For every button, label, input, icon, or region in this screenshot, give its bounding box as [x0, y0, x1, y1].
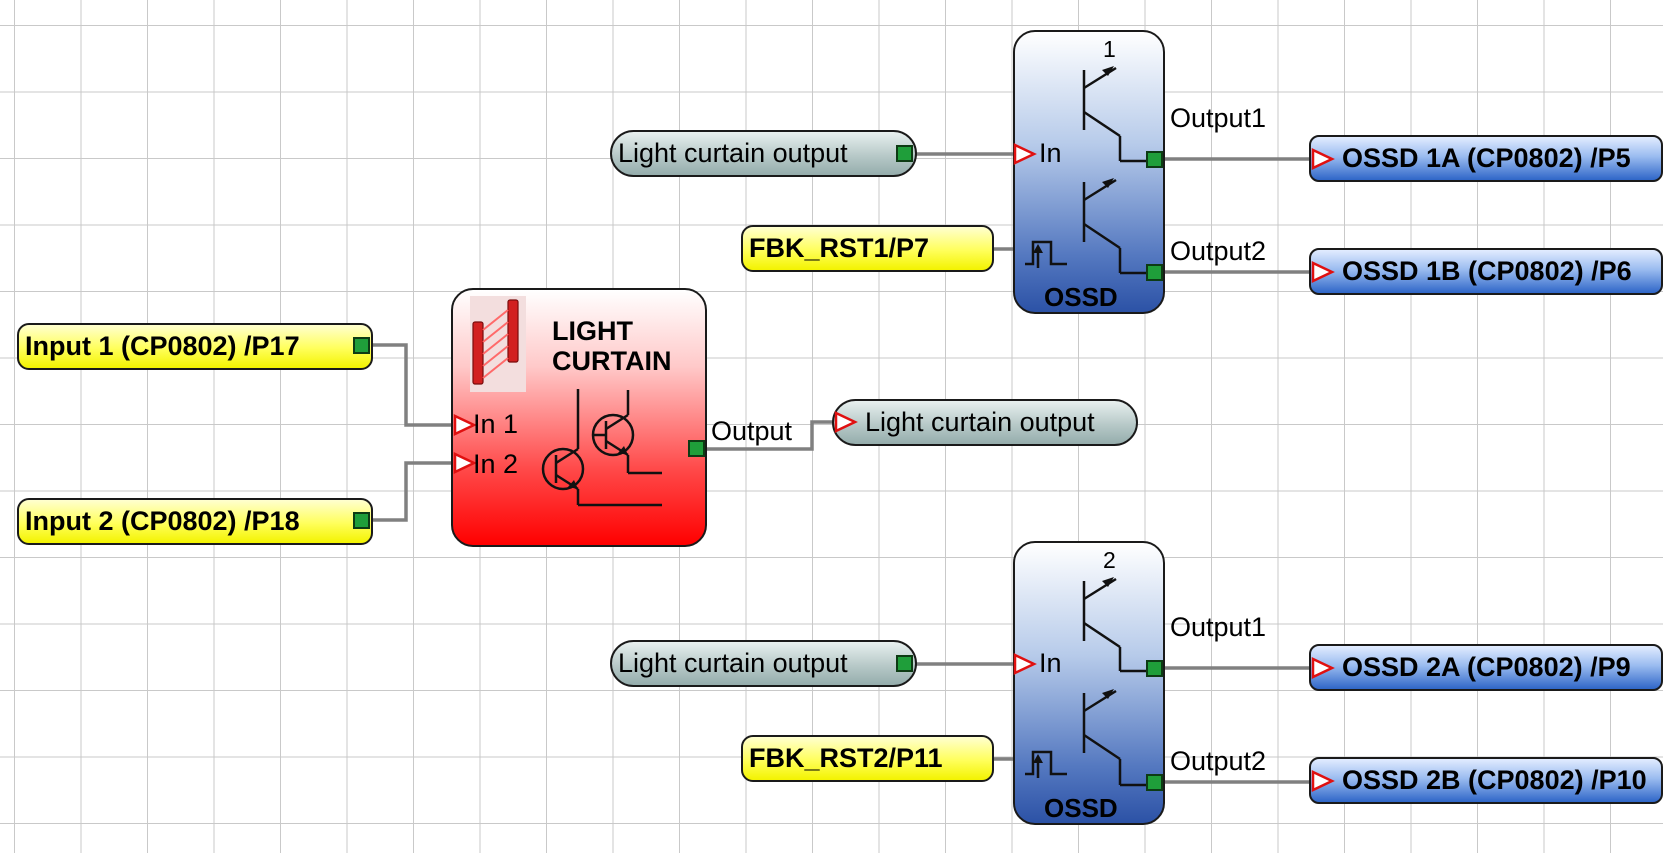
input-2-connector[interactable] [353, 512, 370, 529]
fbk-rst1-tag[interactable]: FBK_RST1/P7 [741, 225, 994, 272]
ossd2-input-tag-connector[interactable] [896, 655, 913, 672]
ossd1-feedback-icon [1025, 240, 1067, 268]
in1-port-arrow[interactable] [453, 414, 477, 436]
input-2-label: Input 2 (CP0802) /P18 [25, 506, 300, 536]
ossd1-output1-label: Output1 [1170, 103, 1267, 133]
ossd1-input-tag-connector[interactable] [896, 145, 913, 162]
fbk-rst2-tag[interactable]: FBK_RST2/P11 [741, 735, 994, 782]
wire-input2-to-in2 [370, 461, 455, 522]
ossd-2b-label: OSSD 2B (CP0802) /P10 [1342, 765, 1647, 795]
in2-port-arrow[interactable] [453, 452, 477, 474]
input-1-tag[interactable]: Input 1 (CP0802) /P17 [17, 323, 373, 370]
fbk-rst2-label: FBK_RST2/P11 [749, 743, 943, 773]
lc-output-connector[interactable] [688, 440, 705, 457]
lc-output-label: Output [711, 416, 793, 446]
in2-port-label: In 2 [473, 449, 519, 479]
ossd-1b-label: OSSD 1B (CP0802) /P6 [1342, 256, 1632, 286]
ossd2-output2-label: Output2 [1170, 746, 1267, 776]
ossd2-input-tag[interactable]: Light curtain output [610, 640, 917, 687]
input-1-label: Input 1 (CP0802) /P17 [25, 331, 300, 361]
ossd1-output2-label: Output2 [1170, 236, 1267, 266]
ossd1-transistor-icon [1082, 66, 1148, 275]
ossd-1a-label: OSSD 1A (CP0802) /P5 [1342, 143, 1631, 173]
light-curtain-icon [470, 296, 526, 392]
ossd-2a-label: OSSD 2A (CP0802) /P9 [1342, 652, 1631, 682]
ossd2-output1-label: Output1 [1170, 612, 1267, 642]
ossd1-number: 1 [1103, 36, 1116, 62]
ossd1-in-label: In [1039, 138, 1062, 168]
ossd2-in-arrow[interactable] [1013, 653, 1037, 675]
ossd2-feedback-icon [1025, 750, 1067, 778]
ossd2-transistor-icon [1082, 577, 1148, 787]
ossd-2b-arrow[interactable] [1311, 770, 1335, 792]
ossd2-number: 2 [1103, 547, 1116, 573]
transistor-pair-icon [541, 389, 662, 507]
ossd1-output1-connector[interactable] [1146, 151, 1163, 168]
ossd1-name: OSSD [1044, 282, 1118, 312]
ossd2-name: OSSD [1044, 793, 1118, 823]
ossd-2a-arrow[interactable] [1311, 657, 1335, 679]
ossd-1a-tag[interactable]: OSSD 1A (CP0802) /P5 [1309, 135, 1663, 182]
lc-output-tag-arrow[interactable] [834, 411, 858, 433]
ossd2-input-tag-label: Light curtain output [618, 648, 848, 678]
lc-output-tag[interactable]: Light curtain output [832, 399, 1138, 446]
ossd2-output1-connector[interactable] [1146, 660, 1163, 677]
ossd2-output2-connector[interactable] [1146, 774, 1163, 791]
ossd-1b-arrow[interactable] [1311, 261, 1335, 283]
input-2-tag[interactable]: Input 2 (CP0802) /P18 [17, 498, 373, 545]
ossd-2a-tag[interactable]: OSSD 2A (CP0802) /P9 [1309, 644, 1663, 691]
light-curtain-title-2: CURTAIN [552, 346, 672, 376]
ossd1-in-arrow[interactable] [1013, 143, 1037, 165]
in1-port-label: In 1 [473, 409, 519, 439]
wire-input1-to-in1 [370, 343, 455, 427]
ossd2-in-label: In [1039, 648, 1062, 678]
ossd-2b-tag[interactable]: OSSD 2B (CP0802) /P10 [1309, 757, 1663, 804]
ossd-1b-tag[interactable]: OSSD 1B (CP0802) /P6 [1309, 248, 1663, 295]
input-1-connector[interactable] [353, 337, 370, 354]
lc-output-tag-label: Light curtain output [865, 407, 1095, 437]
ossd-1a-arrow[interactable] [1311, 148, 1335, 170]
ossd1-output2-connector[interactable] [1146, 264, 1163, 281]
ossd1-input-tag-label: Light curtain output [618, 138, 848, 168]
fbk-rst1-label: FBK_RST1/P7 [749, 233, 930, 263]
light-curtain-title-1: LIGHT [552, 316, 633, 346]
ossd1-input-tag[interactable]: Light curtain output [610, 130, 917, 177]
